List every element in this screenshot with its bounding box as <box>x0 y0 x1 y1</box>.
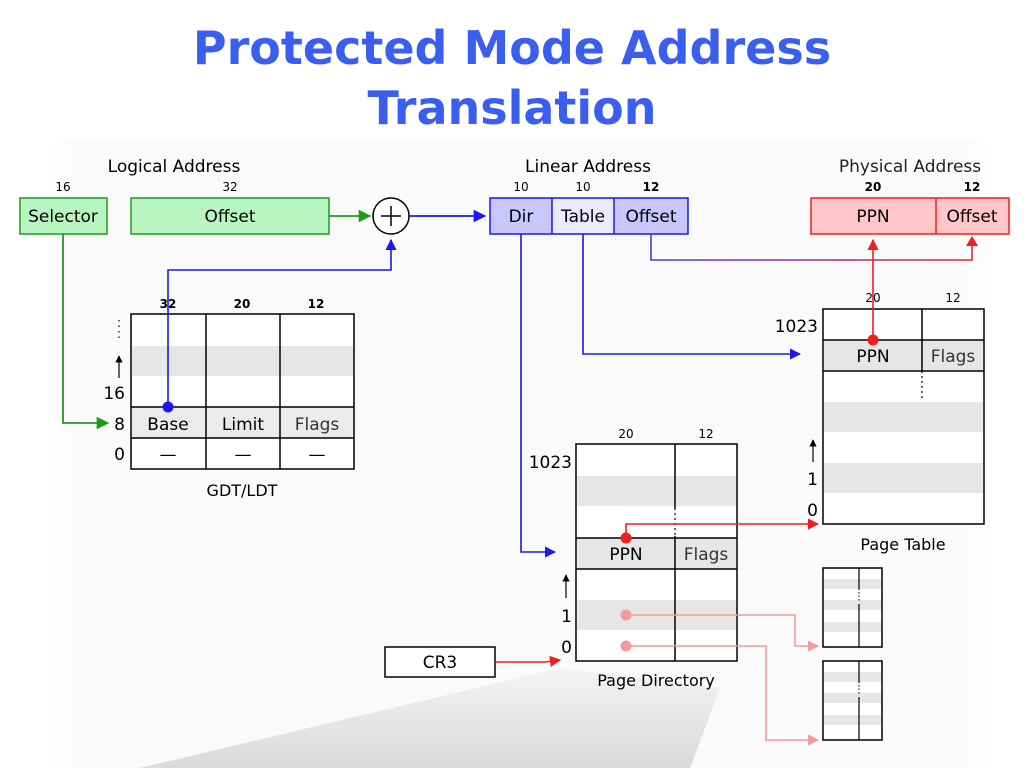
page-directory-bits-20: 20 <box>618 427 633 441</box>
page-table-index-0: 0 <box>807 501 818 521</box>
offset-to-physical-offset-arrow <box>650 234 973 261</box>
cr3-label: CR3 <box>423 653 458 673</box>
adder <box>372 197 410 235</box>
page-directory-index-1: 1 <box>561 607 572 627</box>
base-dot <box>162 401 174 413</box>
pd-entry-0-dot <box>620 640 632 652</box>
slide-title: Protected Mode Address Translation <box>0 18 1024 138</box>
slide-title-line-1: Protected Mode Address <box>192 21 832 75</box>
pd-entry-1-dot <box>620 609 632 621</box>
gdt-null-dash-2: — <box>235 445 252 465</box>
selector-to-gdt-arrow <box>62 234 110 430</box>
linear-offset-bits: 12 <box>643 180 660 194</box>
gdt-caption: GDT/LDT <box>207 481 278 500</box>
selector-field: Selector <box>19 197 108 235</box>
base-to-adder-arrow <box>167 238 397 407</box>
gdt-index-8: 8 <box>114 415 125 435</box>
table-label: Table <box>560 207 605 227</box>
pd-entry-0-to-table-arrow <box>626 645 820 746</box>
mini-page-table-1 <box>822 567 883 648</box>
logical-offset-label: Offset <box>204 207 255 227</box>
linear-address-heading: Linear Address <box>525 157 651 177</box>
page-table-caption: Page Table <box>860 535 945 554</box>
page-table-index-1023: 1023 <box>775 317 818 337</box>
gdt-null-dash-1: — <box>160 445 177 465</box>
callout-shading <box>140 668 720 768</box>
selector-bits: 16 <box>55 180 70 194</box>
gdt-base-label: Base <box>147 415 188 435</box>
page-table: 20 12 PPN Flags 1023 1 0 Page Table <box>775 291 985 554</box>
linear-offset-label: Offset <box>625 207 676 227</box>
page-table-ppn-dot <box>867 334 879 346</box>
page-directory-flags-label: Flags <box>684 545 729 565</box>
page-table-index-1: 1 <box>807 470 818 490</box>
selector-label: Selector <box>28 207 98 227</box>
dir-bits: 10 <box>513 180 528 194</box>
gdt-limit-label: Limit <box>222 415 264 435</box>
logical-offset-bits: 32 <box>222 180 237 194</box>
page-directory: 20 12 PPN Flags 1023 1 0 Page Directory <box>529 427 738 690</box>
table-to-page-table-arrow <box>582 234 802 360</box>
page-directory-ppn-label: PPN <box>609 545 642 565</box>
cr3-to-page-directory-arrow <box>495 655 562 667</box>
physical-address-field: PPN Offset <box>810 197 1010 235</box>
physical-ppn-label: PPN <box>856 207 889 227</box>
physical-offset-bits: 12 <box>964 180 981 194</box>
slide-title-line-2: Translation <box>367 81 657 135</box>
pd-entry-1-to-table-arrow <box>626 614 820 652</box>
page-table-ppn-label: PPN <box>856 347 889 367</box>
linear-address-field: Dir Table Offset <box>489 197 689 235</box>
gdt-table: 32 20 12 Base Limit Flags — — — 16 8 0 G… <box>103 297 355 500</box>
logical-offset-field: Offset <box>130 197 330 235</box>
gdt-index-16: 16 <box>103 384 125 404</box>
offset-arrowhead <box>966 236 978 246</box>
page-table-bits-12: 12 <box>945 291 960 305</box>
page-directory-index-0: 0 <box>561 638 572 658</box>
gdt-flags-label: Flags <box>295 415 340 435</box>
physical-address-heading: Physical Address <box>839 157 981 177</box>
gdt-bits-20: 20 <box>234 297 251 311</box>
dir-to-page-directory-arrow <box>520 234 557 558</box>
page-directory-caption: Page Directory <box>597 671 715 690</box>
gdt-bits-12: 12 <box>308 297 325 311</box>
physical-ppn-bits: 20 <box>865 180 882 194</box>
dir-label: Dir <box>509 207 534 227</box>
physical-offset-label: Offset <box>946 207 997 227</box>
table-bits: 10 <box>575 180 590 194</box>
logical-address-heading: Logical Address <box>108 157 241 177</box>
gdt-index-0: 0 <box>114 445 125 465</box>
gdt-null-dash-3: — <box>309 445 326 465</box>
page-table-flags-label: Flags <box>931 347 976 367</box>
page-directory-index-1023: 1023 <box>529 453 572 473</box>
page-directory-ppn-dot <box>620 532 632 544</box>
mini-page-table-0 <box>822 660 883 741</box>
page-directory-bits-12: 12 <box>698 427 713 441</box>
cr3-register: CR3 <box>384 646 496 678</box>
